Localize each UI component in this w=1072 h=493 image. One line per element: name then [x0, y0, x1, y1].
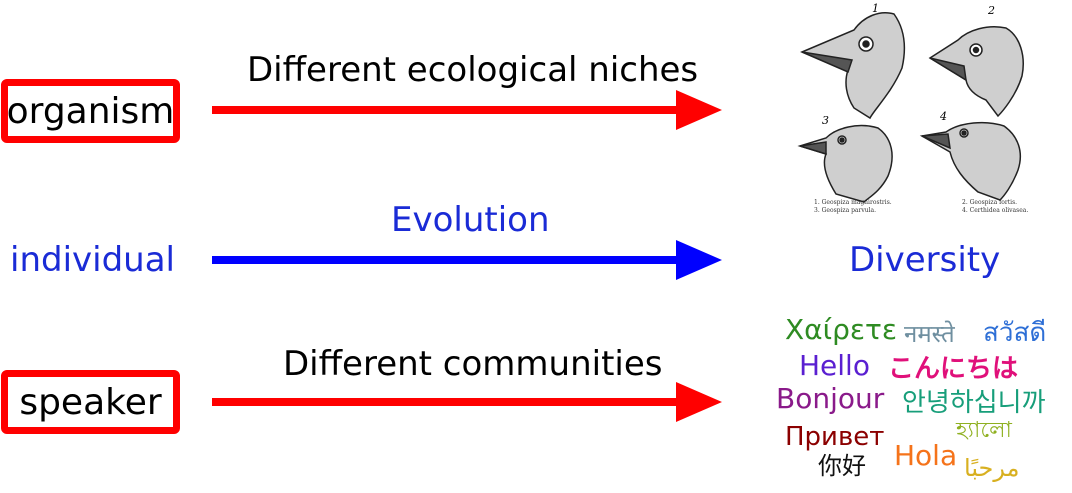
- finch-number-1: 1: [872, 2, 879, 15]
- finch-number-4: 4: [939, 110, 947, 123]
- finch-number-2: 2: [987, 4, 995, 17]
- greeting-chinese: 你好: [818, 452, 866, 480]
- greeting-bengali: হ্যালো: [956, 418, 1012, 443]
- individual-label: individual: [10, 240, 176, 280]
- speaker-label: speaker: [19, 381, 162, 423]
- blue-arrow-middle: [212, 240, 722, 280]
- red-arrow-bottom: [212, 382, 722, 422]
- arrow-label-ecological-niches: Different ecological niches: [247, 50, 699, 90]
- speaker-box: speaker: [1, 370, 180, 434]
- finch-caption-line-2: 3. Geospiza parvula.: [814, 207, 876, 214]
- greeting-english: Hello: [799, 349, 870, 382]
- greeting-greek: Χαίρετε: [785, 313, 898, 346]
- greeting-arabic: مرحبًا: [964, 454, 1020, 482]
- finch-head-4: [919, 121, 1022, 201]
- greeting-french: Bonjour: [776, 382, 885, 415]
- finch-head-2: [928, 26, 1024, 118]
- greeting-korean: 안녕하십니까: [902, 388, 1046, 418]
- finch-caption-line-4: 4. Certhidea olivasea.: [962, 207, 1028, 214]
- arrow-label-evolution: Evolution: [391, 200, 550, 240]
- finch-caption-line-1: 1. Geospiza magnirostris.: [814, 199, 892, 206]
- darwins-finches-illustration: 1 2 3 4 1. Geospiza magnirostris. 3. Geo…: [797, 2, 1028, 214]
- diversity-label: Diversity: [849, 240, 1001, 280]
- finch-head-1: [800, 12, 906, 120]
- greeting-russian: Привет: [785, 422, 885, 452]
- greeting-spanish: Hola: [894, 439, 958, 472]
- finch-caption-line-3: 2. Geospiza fortis.: [962, 199, 1017, 206]
- organism-box: organism: [1, 79, 180, 143]
- greeting-thai: สวัสดี: [983, 318, 1047, 348]
- greeting-hindi: नमस्ते: [904, 320, 955, 348]
- arrow-label-communities: Different communities: [283, 344, 663, 384]
- finch-number-3: 3: [822, 114, 829, 127]
- organism-label: organism: [6, 90, 175, 132]
- red-arrow-top: [212, 90, 722, 130]
- finch-head-3: [797, 124, 893, 203]
- greeting-japanese: こんにちは: [888, 354, 1019, 384]
